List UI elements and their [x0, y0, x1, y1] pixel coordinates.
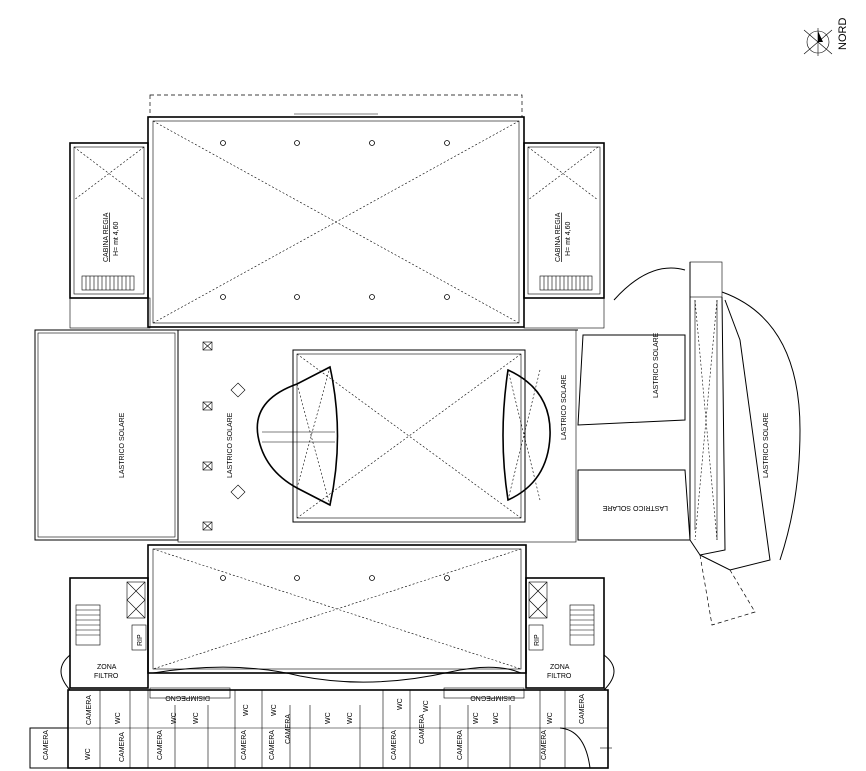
column-row-top [220, 140, 450, 300]
skylight-boxes [202, 341, 246, 531]
north-hall [147, 94, 525, 328]
cabina-right-height: H= mt 4,60 [565, 221, 572, 256]
lastrico-east-b: LASTRICO SOLARE [653, 332, 660, 398]
service-block-right: RIP ZONA FILTRO [525, 577, 615, 691]
lastrico-east-d: LASTRICO SOLARE [602, 504, 668, 511]
room-camera: CAMERA [419, 714, 426, 744]
lastrico-center: LASTRICO SOLARE [227, 412, 234, 478]
lastrico-east-a: LASTRICO SOLARE [561, 374, 568, 440]
room-wc: WC [347, 712, 354, 724]
room-labels: CAMERA WC CAMERA WC CAMERA CAMERA WC WC … [43, 694, 586, 762]
corridors: DISIMPEGNO DISIMPEGNO [149, 687, 525, 701]
room-wc: WC [473, 712, 480, 724]
room-camera: CAMERA [579, 694, 586, 724]
lastrico-west: LASTRICO SOLARE [119, 412, 126, 478]
zona-right-1: ZONA [550, 664, 570, 671]
zona-right-2: FILTRO [547, 673, 572, 680]
cabina-right-title: CABINA REGIA [555, 212, 562, 262]
room-camera: CAMERA [457, 730, 464, 760]
zona-left-1: ZONA [97, 664, 117, 671]
cabina-left-title: CABINA REGIA [103, 212, 110, 262]
cabina-regia-left: CABINA REGIA H= mt 4,60 [69, 142, 151, 329]
room-camera: CAMERA [391, 730, 398, 760]
west-terrace: LASTRICO SOLARE [34, 329, 179, 541]
rip-left: RIP [137, 634, 144, 646]
room-camera: CAMERA [157, 730, 164, 760]
room-camera: CAMERA [119, 732, 126, 762]
rip-right: RIP [534, 634, 541, 646]
room-wc: WC [193, 712, 200, 724]
south-hall [147, 544, 527, 683]
room-wc: WC [547, 712, 554, 724]
room-wc: WC [397, 698, 404, 710]
disimpegno-right: DISIMPEGNO [470, 694, 515, 701]
room-walls [99, 690, 566, 768]
east-wing: LASTRICO SOLARE LASTRICO SOLARE LASTRICO… [577, 261, 801, 626]
room-wc: WC [243, 704, 250, 716]
room-camera: CAMERA [86, 695, 93, 725]
room-camera: CAMERA [541, 730, 548, 760]
room-camera: CAMERA [285, 714, 292, 744]
room-camera: CAMERA [269, 730, 276, 760]
zona-left-2: FILTRO [94, 673, 119, 680]
room-wc: WC [271, 704, 278, 716]
room-wc: WC [423, 700, 430, 712]
room-wc: WC [85, 748, 92, 760]
disimpegno-left: DISIMPEGNO [165, 694, 210, 701]
cabina-left-height: H= mt 4,60 [113, 221, 120, 256]
compass-label: NORD [837, 18, 849, 50]
room-wc: WC [325, 712, 332, 724]
room-wc: WC [115, 712, 122, 724]
room-camera: CAMERA [43, 730, 50, 760]
room-wc: WC [493, 712, 500, 724]
room-wc: WC [171, 712, 178, 724]
service-block-left: RIP ZONA FILTRO [60, 577, 149, 691]
bedroom-strip [29, 689, 612, 769]
room-camera: CAMERA [241, 730, 248, 760]
lastrico-east-c: LASTRICO SOLARE [763, 412, 770, 478]
column-row-bottom [220, 575, 450, 581]
north-compass: NORD [803, 18, 849, 56]
central-terrace: LASTRICO SOLARE LASTRICO SOLARE [150, 329, 578, 543]
cabina-regia-right: CABINA REGIA H= mt 4,60 [523, 142, 605, 329]
